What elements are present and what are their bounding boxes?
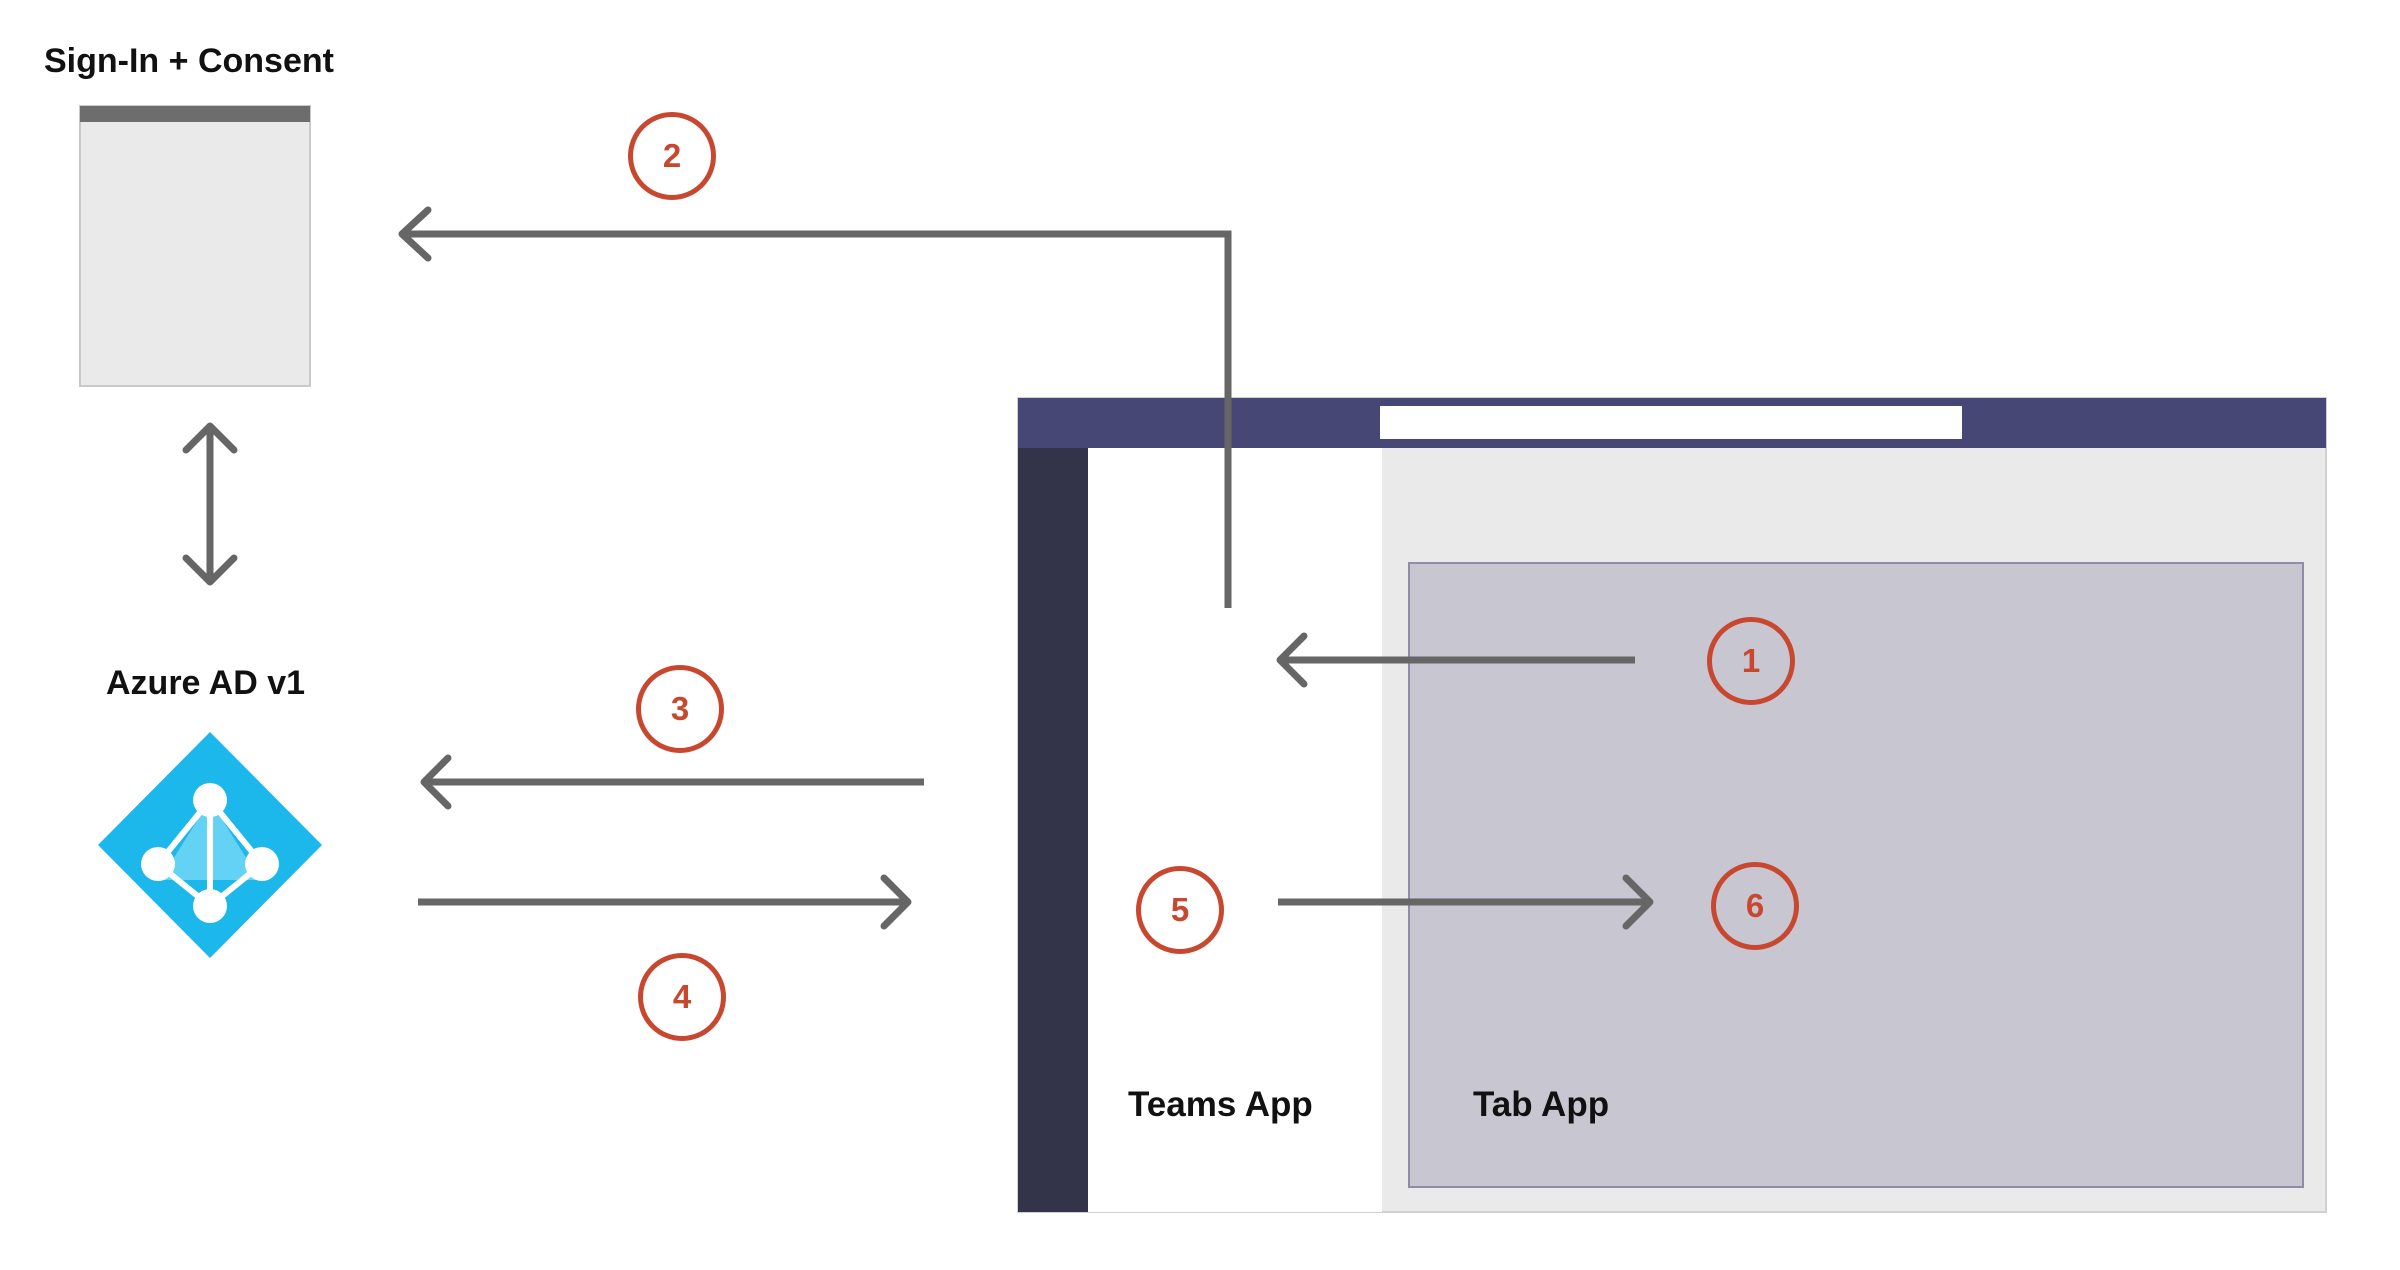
teams-app-label: Teams App [1128, 1085, 1313, 1124]
teams-window [1017, 397, 2327, 1213]
browser-window-icon [79, 105, 311, 387]
signin-consent-label: Sign-In + Consent [44, 42, 334, 80]
teams-app-rail [1018, 448, 1088, 1212]
azure-ad-icon [98, 732, 322, 958]
arrow-to-signin [398, 206, 1232, 608]
double-arrow-signin-azure [182, 422, 238, 586]
step-3-badge: 3 [636, 665, 724, 753]
step-6-badge: 6 [1711, 862, 1799, 950]
teams-app-panel [1088, 448, 1382, 1212]
step-2-badge: 2 [628, 112, 716, 200]
azure-ad-label: Azure AD v1 [106, 664, 306, 702]
step-4-badge: 4 [638, 953, 726, 1041]
tab-app-label: Tab App [1473, 1085, 1610, 1124]
arrow-azure-to-teams [418, 874, 912, 930]
teams-search-bar [1380, 406, 1962, 439]
arrow-teams-to-tab [1278, 874, 1654, 930]
tab-app-area [1408, 562, 2304, 1188]
step-1-badge: 1 [1707, 617, 1795, 705]
step-5-badge: 5 [1136, 866, 1224, 954]
arrow-tab-to-teams [1276, 632, 1635, 688]
arrow-teams-to-azure [420, 754, 924, 810]
